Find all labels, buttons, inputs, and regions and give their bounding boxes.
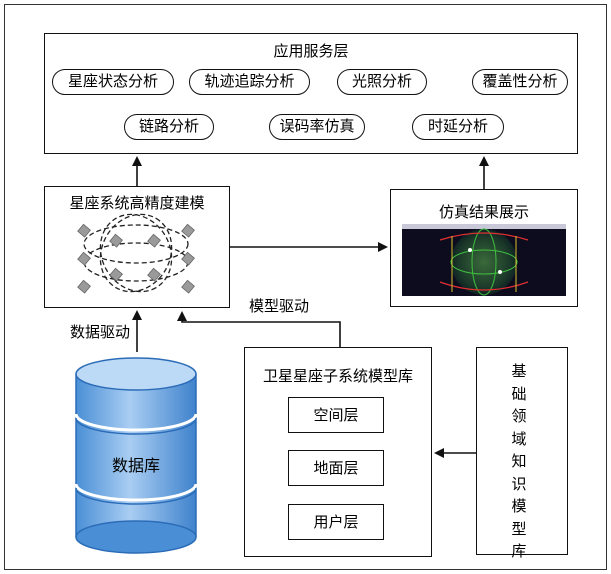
user-layer-label: 用户层 [313,513,359,531]
model-driven-label: 模型驱动 [249,297,310,315]
ground-layer-label: 地面层 [313,459,359,477]
space-layer-label: 空间层 [313,406,359,424]
knowledge-library-title: 基础领域知识模型库 [511,362,527,560]
database-label: 数据库 [111,456,160,475]
service-pill: 时延分析 [412,114,504,140]
service-pill: 轨迹追踪分析 [189,69,310,95]
constellation-modeling-title: 星座系统高精度建模 [69,194,205,212]
application-layer-title: 应用服务层 [273,42,349,60]
service-pill: 光照分析 [337,69,427,95]
simulation-results-box: 仿真结果展示 [390,189,578,307]
service-pill: 误码率仿真 [269,114,365,140]
ground-layer-box: 地面层 [288,450,384,486]
knowledge-library-box: 基础领域知识模型库 [476,347,568,560]
service-pill: 覆盖性分析 [472,69,568,95]
space-layer-box: 空间层 [288,397,384,433]
user-layer-box: 用户层 [288,504,384,540]
service-pill: 星座状态分析 [52,69,174,95]
service-pill: 链路分析 [124,114,214,140]
data-driven-label: 数据驱动 [70,323,131,341]
model-library-title: 卫星星座子系统模型库 [262,367,413,385]
simulation-results-title: 仿真结果展示 [438,203,529,221]
constellation-modeling-box: 星座系统高精度建模 [44,186,230,308]
